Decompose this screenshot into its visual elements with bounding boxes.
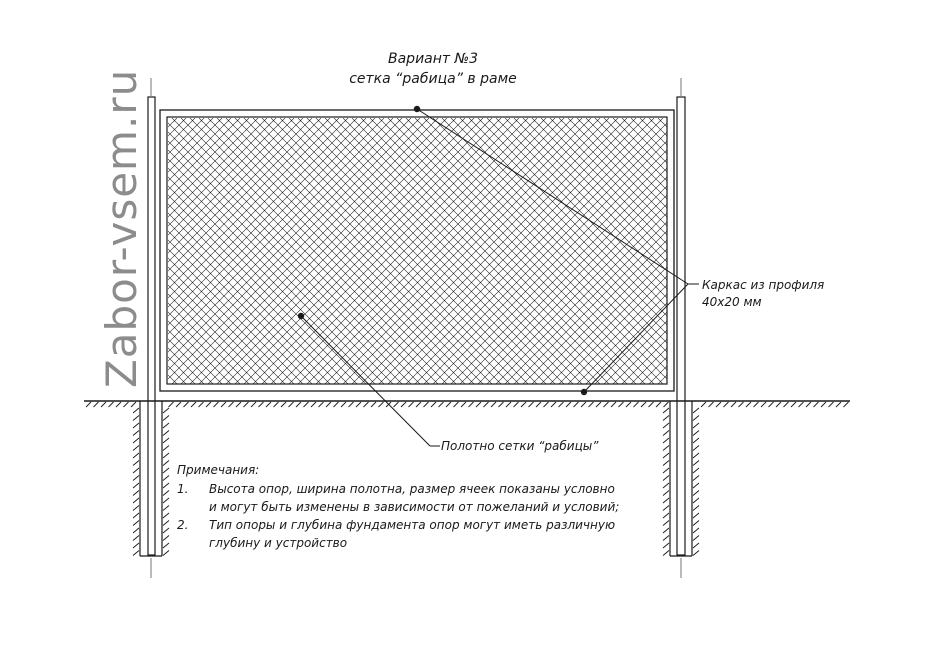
- note-1-line-2: и могут быть изменены в зависимости от п…: [209, 500, 619, 514]
- frame-leader: [416, 108, 699, 393]
- note-2-line-2: глубину и устройство: [209, 536, 347, 550]
- frame-outer: [159, 109, 675, 392]
- foundation-hatching: [132, 407, 700, 556]
- title-line-1: Вариант №3: [388, 51, 478, 67]
- title-line-2: сетка “рабица” в раме: [349, 71, 517, 87]
- frame-leader-dot-bottom: [580, 388, 588, 396]
- note-2-number: 2.: [177, 518, 188, 532]
- notes-heading: Примечания:: [177, 463, 259, 477]
- frame-callout-line-1: Каркас из профиля: [702, 278, 824, 292]
- watermark-text: Zabor-vsem.ru: [97, 69, 146, 388]
- note-1-line-1: Высота опор, ширина полотна, размер ячее…: [209, 482, 615, 496]
- right-foundation: [669, 401, 693, 557]
- note-1-number: 1.: [177, 482, 188, 496]
- frame-callout-line-2: 40х20 мм: [702, 295, 762, 309]
- mesh-leader-dot: [297, 312, 305, 320]
- left-post: [147, 96, 156, 556]
- note-2-line-1: Тип опоры и глубина фундамента опор могу…: [209, 518, 615, 532]
- right-post: [676, 96, 686, 556]
- mesh-callout: Полотно сетки “рабицы”: [441, 439, 599, 453]
- construction-lines: [150, 78, 682, 578]
- frame-leader-dot-top: [413, 105, 421, 113]
- frame-inner: [166, 116, 668, 385]
- chain-link-mesh: [168, 118, 667, 384]
- ground-hatching: [85, 401, 849, 408]
- mesh-leader: [300, 315, 440, 447]
- left-foundation: [139, 401, 163, 557]
